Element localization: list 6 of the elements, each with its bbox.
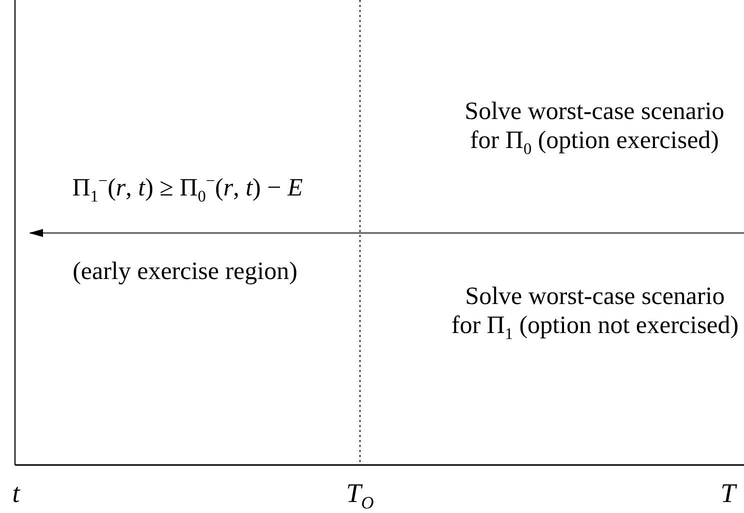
axis-label: t [11,478,22,510]
region-label: Solve worst-case scenario for Π$_{0}$ (option exercised) [464,98,726,158]
axis-label: T [719,478,738,510]
region-label: (early exercise region) [72,258,298,287]
axis-label: T$_{O}$ [345,478,375,513]
region-label: Solve worst-case scenario for Π$_{1}$ (option not exercised) [450,283,740,344]
